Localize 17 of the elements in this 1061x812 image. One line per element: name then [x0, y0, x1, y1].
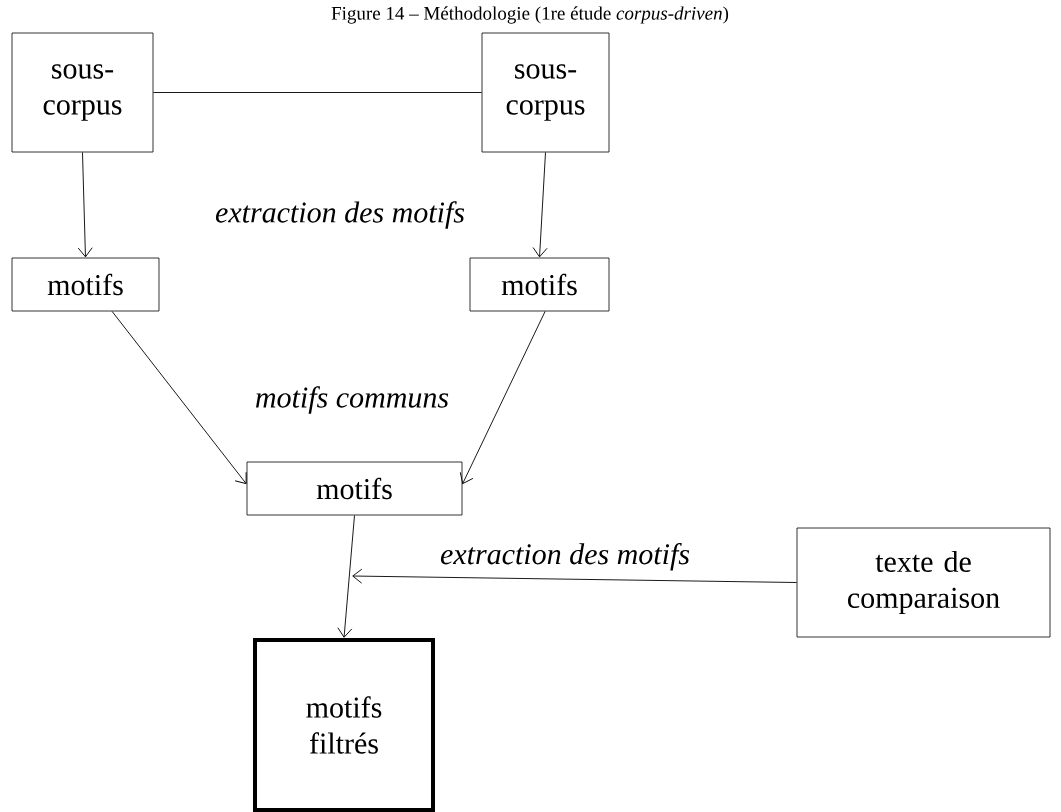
- arrow: [532, 151, 548, 258]
- arrow: [352, 568, 798, 584]
- arrow: [111, 310, 247, 485]
- process-box: motifs: [246, 461, 463, 516]
- process-box: motifs filtrés: [253, 638, 435, 812]
- step-label: extraction des motifs: [215, 201, 465, 229]
- edge-label: extraction des motifs: [440, 542, 690, 571]
- arrow: [77, 151, 93, 258]
- process-box: sous-corpus: [481, 32, 610, 153]
- arrow: [337, 514, 355, 638]
- process-box: sous-corpus: [11, 32, 154, 153]
- figure-caption: Figure 14 – Méthodologie (1re étude corpus-driven): [331, 6, 729, 24]
- process-box: texte de comparaison: [796, 527, 1051, 638]
- arrow: [459, 310, 546, 484]
- step-label: motifs communs: [256, 386, 449, 414]
- process-box: motifs: [469, 257, 610, 312]
- process-box: motifs: [11, 257, 160, 312]
